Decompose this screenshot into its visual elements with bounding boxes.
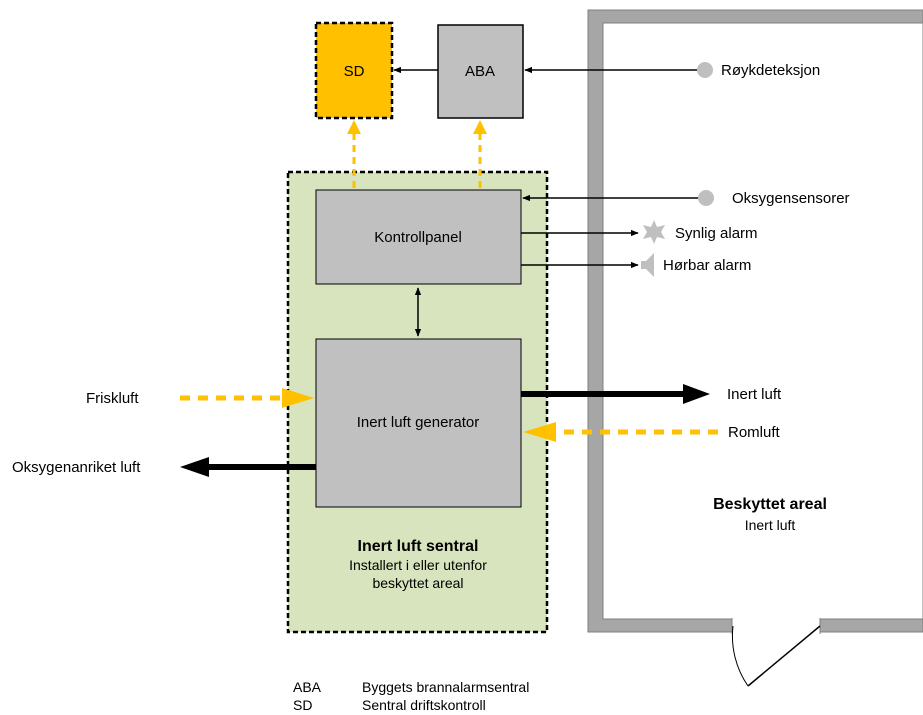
central-title: Inert luft sentral [358, 538, 479, 555]
generator-box [315, 338, 522, 508]
oxygen-sensor-icon [698, 190, 714, 206]
arrow-panel-to-aba-head [473, 120, 487, 134]
legend-abbr: SD [293, 697, 312, 713]
smoke-detection-label: Røykdeteksjon [721, 62, 820, 79]
arrow-fresh-air-head [282, 388, 314, 408]
oxygen-enriched-label: Oksygenanriket luft [12, 459, 141, 476]
inert-air-label: Inert luft [727, 386, 782, 403]
speaker-icon [641, 253, 654, 277]
legend-text: Byggets brannalarmsentral [362, 679, 529, 695]
oxygen-sensors-label: Oksygensensorer [732, 190, 850, 207]
aba-box [437, 24, 524, 119]
protected-room [587, 9, 923, 634]
room-subtitle: Inert luft [745, 517, 796, 533]
room-title: Beskyttet areal [713, 496, 827, 513]
central-line2: beskyttet areal [372, 575, 463, 591]
arrow-inert-air-head [683, 384, 710, 404]
control-panel-box [315, 189, 522, 285]
legend: ABA Byggets brannalarmsentral SD Sentral… [293, 679, 529, 713]
legend-abbr: ABA [293, 679, 322, 695]
audible-alarm-label: Hørbar alarm [663, 257, 751, 274]
control-panel-label: Kontrollpanel [374, 229, 462, 246]
central-line1: Installert i eller utenfor [349, 557, 487, 573]
visual-alarm-label: Synlig alarm [675, 225, 758, 242]
star-icon [643, 220, 665, 244]
sd-box [314, 21, 394, 120]
generator-label: Inert luft generator [357, 414, 480, 431]
door [731, 625, 821, 687]
arrow-room-air-head [523, 422, 556, 442]
fresh-air-label: Friskluft [86, 390, 139, 407]
legend-text: Sentral driftskontroll [362, 697, 486, 713]
room-air-label: Romluft [728, 424, 781, 441]
arrow-oxygen-enriched-head [180, 457, 209, 477]
sd-label: SD [344, 63, 365, 80]
smoke-sensor-icon [697, 62, 713, 78]
aba-label: ABA [465, 63, 495, 80]
arrow-panel-to-sd-head [347, 120, 361, 134]
